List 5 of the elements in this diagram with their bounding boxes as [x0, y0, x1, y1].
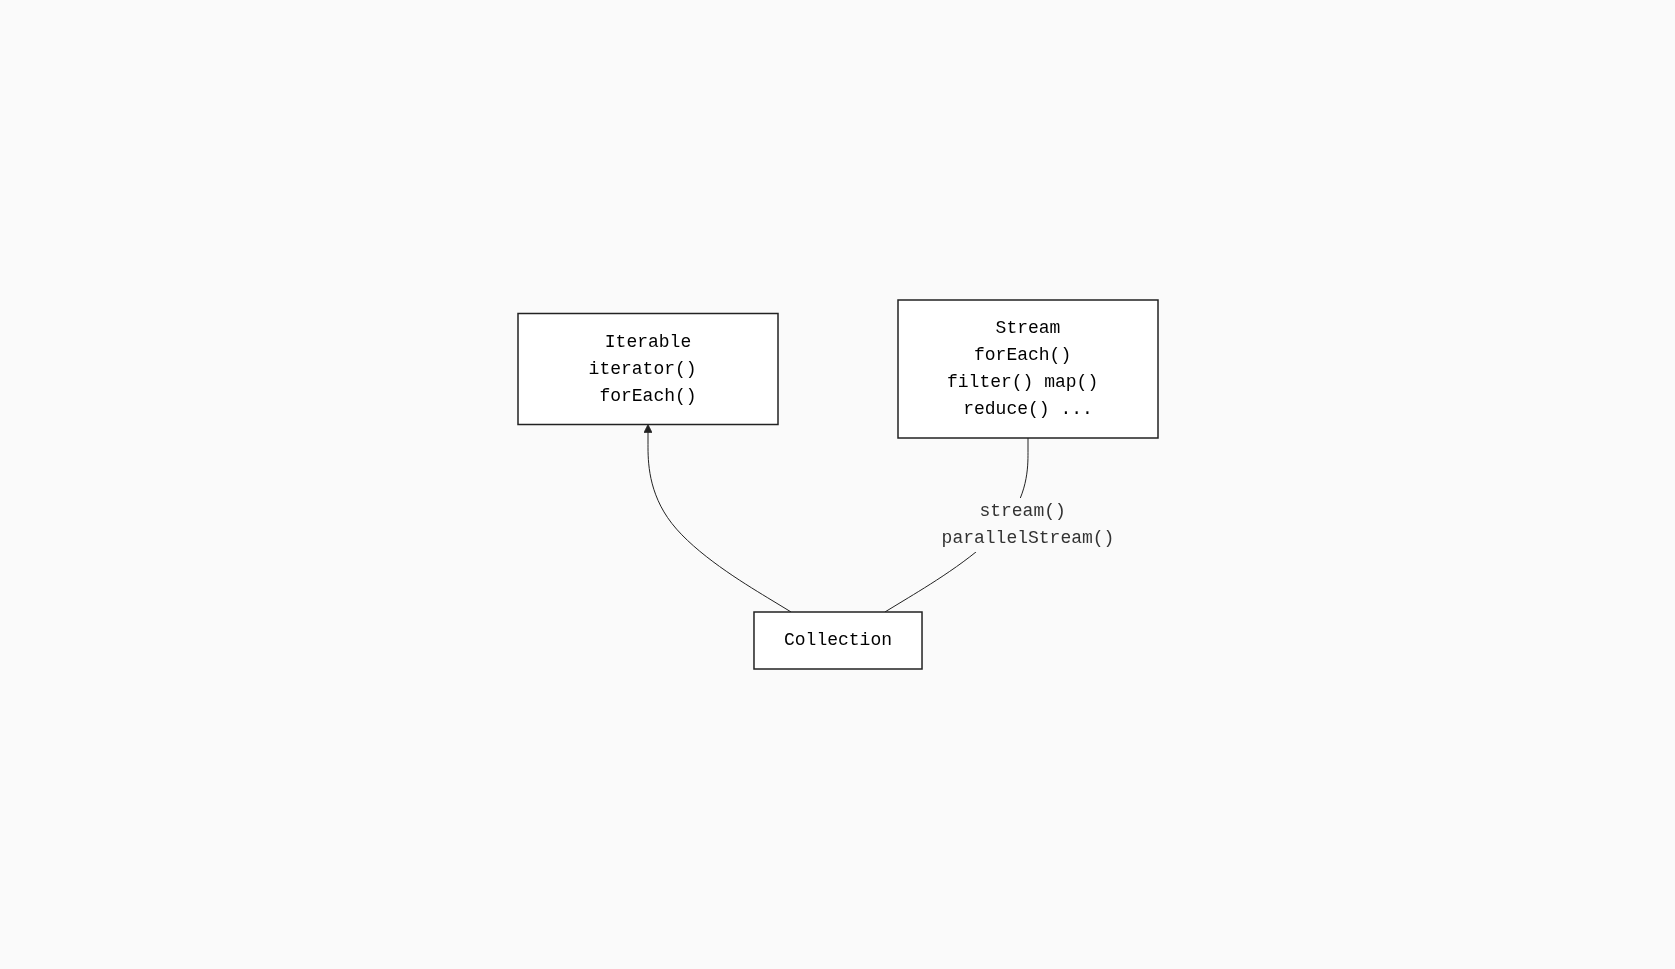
node-box: Collection	[752, 611, 923, 670]
node-box: Stream forEach() filter() map() reduce() ...	[896, 299, 1159, 439]
node-box: Iterable iterator() forEach()	[516, 312, 779, 426]
arrow	[643, 424, 792, 613]
edge-label: stream() parallelStream()	[941, 501, 1114, 548]
